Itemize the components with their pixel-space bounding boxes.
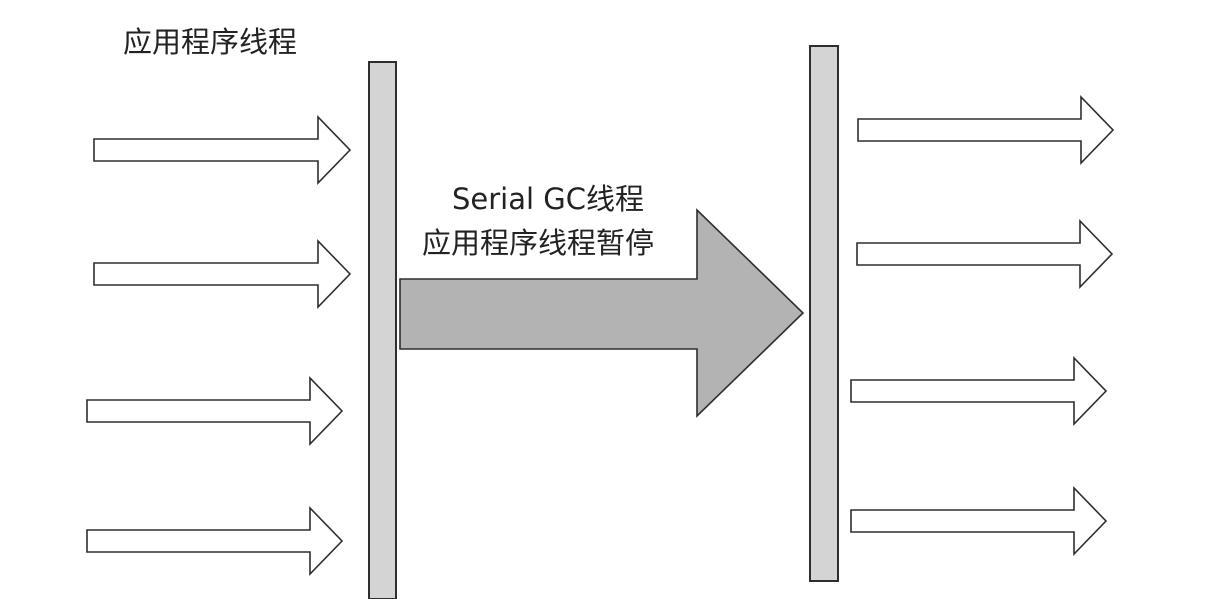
app-thread-arrow-in-3 [86, 376, 344, 446]
right-barrier [809, 45, 839, 582]
app-thread-arrow-out-2 [856, 219, 1114, 289]
app-thread-arrow-in-2 [93, 239, 352, 309]
app-thread-arrow-out-3 [850, 356, 1108, 426]
app-thread-arrow-in-1 [93, 115, 352, 185]
serial-gc-arrow [399, 208, 805, 418]
app-thread-arrow-out-1 [857, 95, 1115, 165]
app-thread-arrow-in-4 [86, 506, 344, 576]
app-threads-paused-label: 应用程序线程暂停 [422, 226, 655, 260]
app-thread-arrow-out-4 [850, 486, 1108, 556]
app-threads-label: 应用程序线程 [123, 25, 298, 59]
serial-gc-thread-label: Serial GC线程 [452, 182, 644, 216]
left-barrier [368, 61, 397, 599]
